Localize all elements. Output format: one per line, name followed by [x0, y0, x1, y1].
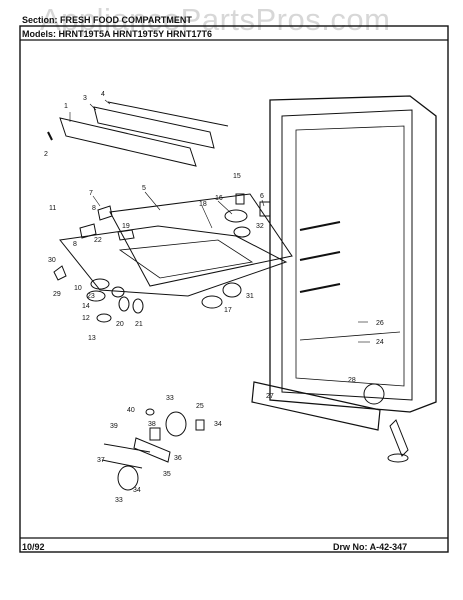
- part-25b: [195, 419, 205, 431]
- part-38: [149, 427, 161, 441]
- rail-part-3: [93, 106, 215, 149]
- leveler-foot: [387, 453, 409, 463]
- part-29-30: [53, 265, 67, 281]
- callout-30: 30: [48, 257, 56, 264]
- callout-10: 10: [74, 285, 82, 292]
- callout-2: 2: [44, 151, 48, 158]
- callout-5: 5: [142, 185, 146, 192]
- roller-part-33b: [117, 465, 139, 491]
- callout-7: 7: [89, 190, 93, 197]
- part-14: [111, 286, 125, 298]
- part-6: [259, 201, 271, 217]
- ring-part-31: [222, 282, 242, 298]
- callout-27: 27: [266, 393, 274, 400]
- part-16: [224, 209, 248, 223]
- callout-4: 4: [101, 91, 105, 98]
- crisper-cover-part-8: [59, 225, 288, 297]
- cabinet-liner: [269, 95, 437, 413]
- part-20: [118, 296, 130, 312]
- callout-20: 20: [116, 321, 124, 328]
- bottom-trim-part-27: [251, 381, 381, 431]
- callout-36: 36: [174, 455, 182, 462]
- callout-34: 34: [214, 421, 222, 428]
- diagram-frame: [19, 25, 449, 553]
- callout-8: 8: [92, 205, 96, 212]
- callout-40: 40: [127, 407, 135, 414]
- rail-part-4: [107, 101, 229, 127]
- callout-19: 19: [122, 223, 130, 230]
- callout-33: 33: [166, 395, 174, 402]
- part-22: [117, 229, 135, 241]
- callout-35: 35: [163, 471, 171, 478]
- callout-15: 15: [233, 173, 241, 180]
- callout-13: 13: [88, 335, 96, 342]
- callout-28: 28: [348, 377, 356, 384]
- part-12: [96, 313, 112, 323]
- callout-21: 21: [135, 321, 143, 328]
- rail-part-1: [59, 117, 197, 167]
- callout-11: 11: [49, 205, 56, 212]
- callout-14: 14: [82, 303, 90, 310]
- leveler-part-28b: [389, 419, 409, 457]
- callout-6: 6: [260, 193, 264, 200]
- callout-29: 29: [53, 291, 61, 298]
- callout-8b: 8: [73, 241, 77, 248]
- callout-31: 31: [246, 293, 254, 300]
- callout-38: 38: [148, 421, 156, 428]
- roller-part-33: [165, 411, 187, 437]
- bolt-part-37: [101, 459, 143, 469]
- callout-33b: 33: [115, 497, 123, 504]
- part-40: [145, 408, 155, 416]
- models-line: Models: HRNT19T5A HRNT19T5Y HRNT17T6: [22, 29, 213, 39]
- callout-34b: 34: [133, 487, 141, 494]
- callout-24: 24: [376, 339, 384, 346]
- part-21: [132, 298, 144, 314]
- part-32: [233, 226, 251, 238]
- part-8b: [79, 223, 97, 239]
- ring-part-17: [201, 295, 223, 309]
- part-15: [235, 193, 245, 205]
- callout-22: 22: [94, 237, 102, 244]
- bolt-part-39: [103, 443, 151, 453]
- callout-25b: 25: [196, 403, 204, 410]
- bracket-part-36: [133, 437, 171, 463]
- part-23: [86, 290, 106, 302]
- section-title: Section: FRESH FOOD COMPARTMENT: [22, 15, 192, 25]
- drawing-number: Drw No: A-42-347: [333, 542, 408, 552]
- part-10: [90, 278, 110, 290]
- callout-17: 17: [224, 307, 232, 314]
- hinge-part-28: [363, 383, 385, 405]
- callout-12: 12: [82, 315, 90, 322]
- watermark: AppliancePartsPros.com: [40, 2, 391, 37]
- callout-26: 26: [376, 320, 384, 327]
- callout-32: 32: [256, 223, 264, 230]
- callout-39: 39: [110, 423, 118, 430]
- callout-37: 37: [97, 457, 105, 464]
- callout-23: 23: [87, 293, 95, 300]
- callout-16: 16: [215, 195, 223, 202]
- callout-1: 1: [64, 103, 68, 110]
- callout-3: 3: [83, 95, 87, 102]
- screw-part-2: [47, 131, 53, 141]
- footer-date: 10/92: [22, 542, 45, 552]
- callout-18: 18: [199, 201, 207, 208]
- part-7: [97, 205, 113, 221]
- liner-inner-wall: [281, 109, 413, 401]
